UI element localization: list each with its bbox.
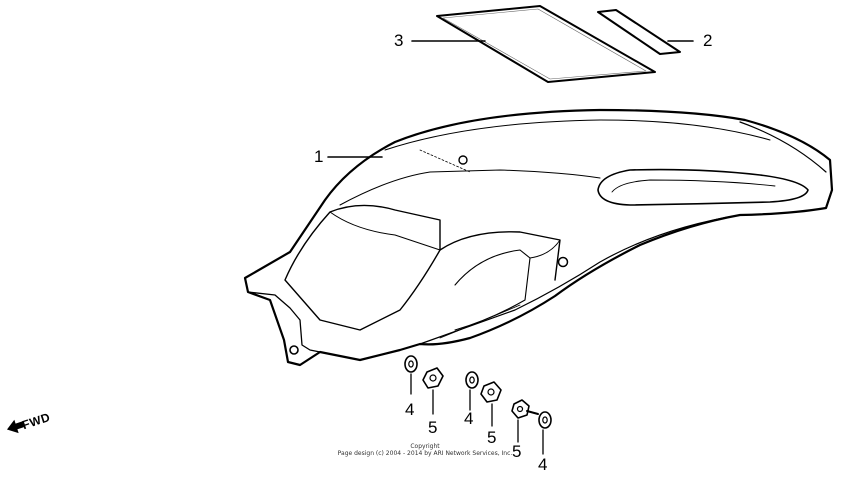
callout-5-left: 5 (428, 418, 438, 437)
callout-3: 3 (394, 31, 404, 50)
copyright-line-1: Copyright (410, 443, 440, 450)
copyright-line-2: Page design (c) 2004 - 2014 by ARI Netwo… (337, 450, 513, 457)
part-1-rear-fender (243, 108, 834, 367)
fwd-indicator: FWD (1, 397, 77, 447)
callout-1: 1 (314, 147, 324, 166)
callout-4-left: 4 (405, 400, 415, 419)
fwd-label: FWD (20, 409, 53, 433)
hardware-set-left (404, 355, 444, 415)
hardware-set-middle (465, 371, 502, 427)
part-2-strip (597, 9, 694, 55)
part-3-decal (411, 5, 656, 83)
hardware-set-right (511, 399, 552, 455)
callout-4-middle: 4 (464, 409, 474, 428)
fwd-arrow-icon (6, 419, 25, 434)
callout-5-middle: 5 (487, 428, 497, 447)
callout-4-right: 4 (538, 455, 548, 474)
callout-5-right: 5 (512, 442, 522, 461)
callout-2: 2 (703, 31, 713, 50)
